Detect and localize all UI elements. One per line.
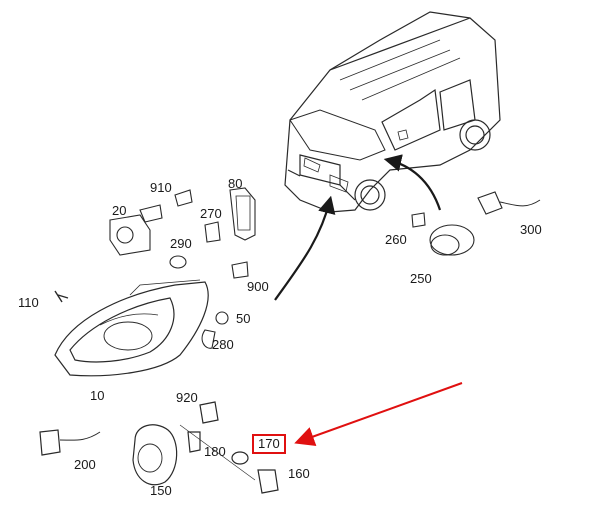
callout-290: 290 — [170, 236, 192, 251]
callout-260: 260 — [385, 232, 407, 247]
callout-280: 280 — [212, 337, 234, 352]
leveling-motor — [109, 204, 163, 256]
callout-300: 300 — [520, 222, 542, 237]
highlight-arrow — [294, 382, 463, 446]
callout-150: 150 — [150, 483, 172, 498]
small-parts — [54, 187, 541, 349]
callout-80: 80 — [228, 176, 243, 191]
callout-20: 20 — [112, 203, 127, 218]
callout-920: 920 — [176, 390, 198, 405]
callout-50: 50 — [236, 311, 251, 326]
callout-160: 160 — [288, 466, 310, 481]
callout-270: 270 — [200, 206, 222, 221]
callout-180: 180 — [204, 444, 226, 459]
fog-lamp-assembly — [39, 401, 279, 494]
callout-250: 250 — [410, 271, 432, 286]
callout-910: 910 — [150, 180, 172, 195]
callout-900: 900 — [247, 279, 269, 294]
headlamp-assembly — [54, 279, 209, 377]
van-illustration — [284, 11, 501, 213]
callout-10: 10 — [90, 388, 105, 403]
callout-200: 200 — [74, 457, 96, 472]
callout-170: 170 — [252, 434, 286, 454]
callout-110: 110 — [18, 295, 39, 310]
van-pointer-arrows — [274, 154, 442, 301]
